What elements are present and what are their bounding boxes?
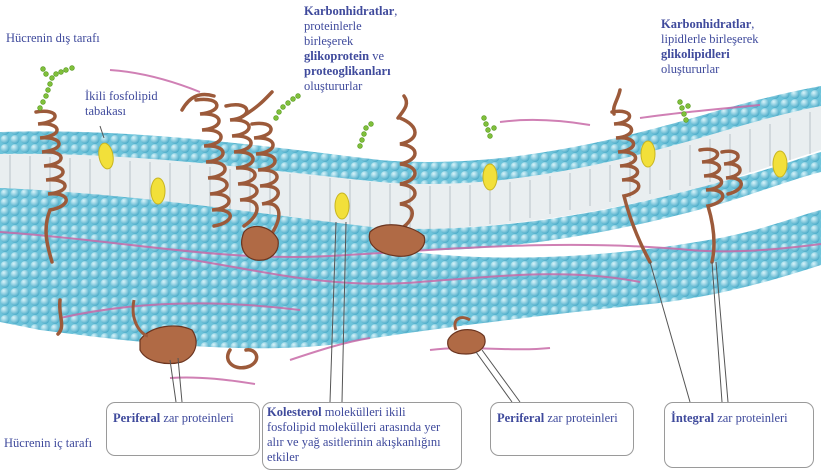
carbohydrate-chain-right (482, 116, 497, 139)
carbohydrate-chain-left (38, 66, 75, 111)
carb-protein-bold1: Karbonhidratlar (304, 4, 394, 18)
cholesterol-4 (483, 164, 497, 190)
cholesterol-3 (335, 193, 349, 219)
carb-lipid-label: Karbonhidratlar, lipidlerle birleşerek g… (661, 17, 759, 77)
bilayer-label-line1: İkili fosfolipid (85, 89, 158, 103)
peripheral-protein-right (448, 330, 485, 354)
carb-protein-bold2: glikoprotein (304, 49, 369, 63)
integral-box: İntegral zar proteinleri (664, 402, 814, 468)
carbohydrate-chain-mid (358, 122, 374, 149)
peripheral-right-box: Periferal zar proteinleri (490, 402, 634, 456)
carb-lipid-bold2: glikolipidleri (661, 47, 730, 61)
outside-label: Hücrenin dış tarafı (6, 31, 100, 46)
peripheral-left-box: Periferal zar proteinleri (106, 402, 260, 456)
carb-lipid-bold1: Karbonhidratlar (661, 17, 751, 31)
carbohydrate-chain-glycolipid (678, 100, 691, 123)
cholesterol-box: Kolesterol molekülleri ikili fosfolipid … (262, 402, 462, 470)
bilayer-label: İkili fosfolipid tabakası (85, 89, 158, 119)
bilayer-label-line2: tabakası (85, 104, 126, 118)
cholesterol-2 (151, 178, 165, 204)
cholesterol-6 (773, 151, 787, 177)
carbohydrate-chain-center (274, 94, 301, 121)
peripheral-protein-left (140, 326, 196, 364)
carb-protein-label: Karbonhidratlar, proteinlerle birleşerek… (304, 4, 397, 94)
pointer-peripheral-right (476, 350, 520, 402)
carb-protein-bold3: proteoglikanları (304, 64, 391, 78)
inside-label: Hücrenin iç tarafı (4, 436, 92, 451)
cholesterol-5 (641, 141, 655, 167)
pointer-peripheral-left (170, 358, 182, 402)
